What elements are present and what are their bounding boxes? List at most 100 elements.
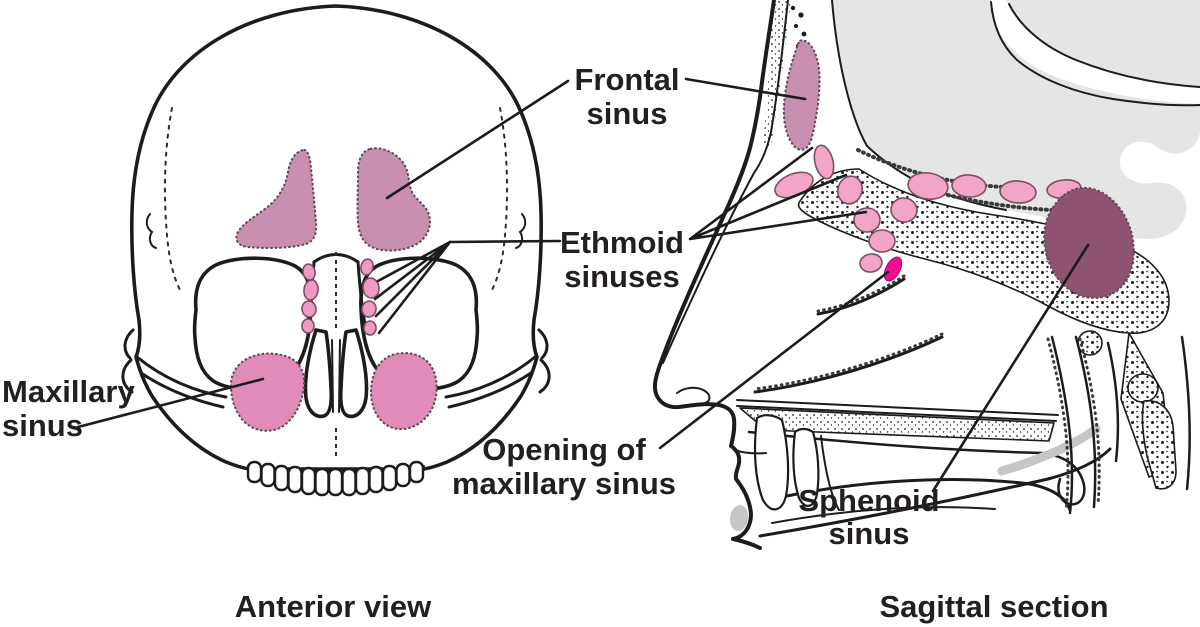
ethmoid-cell [360, 258, 374, 276]
ethmoid-cell [362, 277, 380, 299]
ear-notch-left [121, 328, 135, 394]
ethmoid-cells-sagittal [774, 144, 1082, 273]
nasal-floor-line-1 [736, 399, 1059, 416]
middle-concha [816, 277, 906, 316]
vertebra [1141, 400, 1177, 490]
anterior-view-caption: Anterior view [235, 589, 432, 624]
tooth [395, 462, 411, 488]
sagittal-view [652, 0, 1200, 550]
tooth [287, 465, 303, 494]
nasal-aperture-right [338, 328, 369, 419]
cranial-band-edge-lower [1008, 3, 1200, 88]
tongue-lower-line [771, 506, 996, 524]
brain-gray-upper [1006, 0, 1200, 88]
ear-notch-right [537, 328, 551, 394]
face-profile [652, 0, 776, 550]
frontal-leader-right [684, 77, 807, 101]
maxillary-sinus-label: Maxillary [2, 374, 135, 409]
suture-mark-right [515, 213, 527, 249]
pharynx-wall-2-texture [1078, 337, 1101, 507]
maxillary-sinus-opening [883, 256, 903, 282]
sagittal-section-caption: Sagittal section [879, 589, 1108, 624]
zygomatic-arch-right [444, 355, 537, 409]
incisor-tooth [792, 427, 820, 507]
ethmoid-leader-right-fan [688, 146, 868, 241]
middle-concha-texture [816, 274, 906, 313]
suture-mark-left [145, 213, 157, 249]
inferior-concha-texture [753, 332, 944, 391]
nostril-curl [676, 386, 711, 404]
vertebra [1077, 330, 1103, 356]
pharynx-wall-1 [1050, 335, 1074, 515]
maxillary-leader [76, 377, 265, 429]
tooth [273, 464, 290, 492]
mouth-floor-line [758, 447, 1112, 538]
nasal-inner-line [662, 0, 789, 364]
ethmoid-cells-anterior [301, 258, 380, 336]
cranial-band-edge-upper [990, 1, 1200, 107]
frontal-leader-left [385, 79, 570, 200]
ethmoid-cell [951, 174, 987, 198]
tooth [408, 460, 425, 484]
speck [794, 24, 798, 28]
ethmoid-cell [868, 229, 896, 253]
maxillary-sinus-left-blob [230, 352, 306, 432]
maxillary-sinus-label-line2: sinus [2, 408, 83, 443]
frontal-sinus-right-blob [356, 147, 431, 252]
temporal-line-right [491, 107, 509, 291]
ethmoid-cell [361, 300, 377, 318]
oropharynx-shadow [997, 424, 1101, 476]
ethmoid-cell [301, 300, 317, 318]
opening-leader [658, 270, 890, 450]
tooth [314, 467, 330, 497]
frontal-sinus-label: Frontal [574, 62, 679, 97]
ethmoid-cell [999, 180, 1037, 204]
pharynx-wall-1-texture [1046, 337, 1070, 513]
ethmoid-sinuses-label: Ethmoid [560, 225, 684, 260]
frontal-sinus-label-line2: sinus [587, 96, 668, 131]
septum-lines [331, 339, 341, 413]
ethmoid-leader-left-fan [373, 239, 562, 335]
nasal-aperture-left [303, 328, 334, 419]
ethmoid-cell [907, 172, 949, 200]
sphenoid-sinus-blob [1043, 186, 1135, 299]
ethmoid-cell [363, 320, 377, 336]
maxillary-sinuses-anterior [230, 352, 438, 432]
inferior-concha [753, 335, 944, 394]
chin-shadow [729, 505, 749, 531]
ethmoid-cell [836, 175, 864, 205]
speck [801, 31, 807, 37]
pharynx-wall-3 [1106, 341, 1120, 463]
tongue-dorsum [762, 477, 1072, 512]
frontal-sinuses-anterior [235, 147, 431, 252]
ethmoid-cell [303, 279, 319, 301]
anterior-view [121, 4, 551, 497]
tooth [381, 464, 398, 492]
sphenoid-leader [931, 243, 1090, 493]
tooth [246, 460, 263, 484]
pharynx-wall-2 [1074, 335, 1097, 509]
tooth [300, 466, 317, 496]
ethmoid-cell [301, 318, 315, 334]
teeth-row [246, 460, 425, 497]
alveolar-line [820, 435, 840, 511]
zygomatic-arch-left [135, 355, 228, 409]
sphenoid-sinus-label: Sphenoid [798, 483, 939, 518]
brain-front-edge [831, 0, 868, 147]
opening-maxillary-label: Opening of [482, 432, 646, 467]
maxillary-sinus-right-blob [370, 352, 438, 431]
labels: Frontal sinus Ethmoid sinuses Maxillary … [2, 62, 1109, 624]
ethmoid-cell [890, 197, 918, 223]
opening-maxillary-label-line2: maxillary sinus [452, 466, 676, 501]
temporal-line-left [163, 107, 181, 291]
speck [790, 5, 796, 11]
tooth [327, 467, 344, 497]
vertebra [1127, 373, 1159, 403]
neck-back-curve [1180, 335, 1191, 491]
leader-lines [76, 77, 1090, 493]
frontal-sinus-sagittal [782, 39, 821, 151]
speck [798, 12, 804, 18]
tooth [354, 466, 371, 496]
sphenoid-sinus-label-line2: sinus [829, 516, 910, 551]
